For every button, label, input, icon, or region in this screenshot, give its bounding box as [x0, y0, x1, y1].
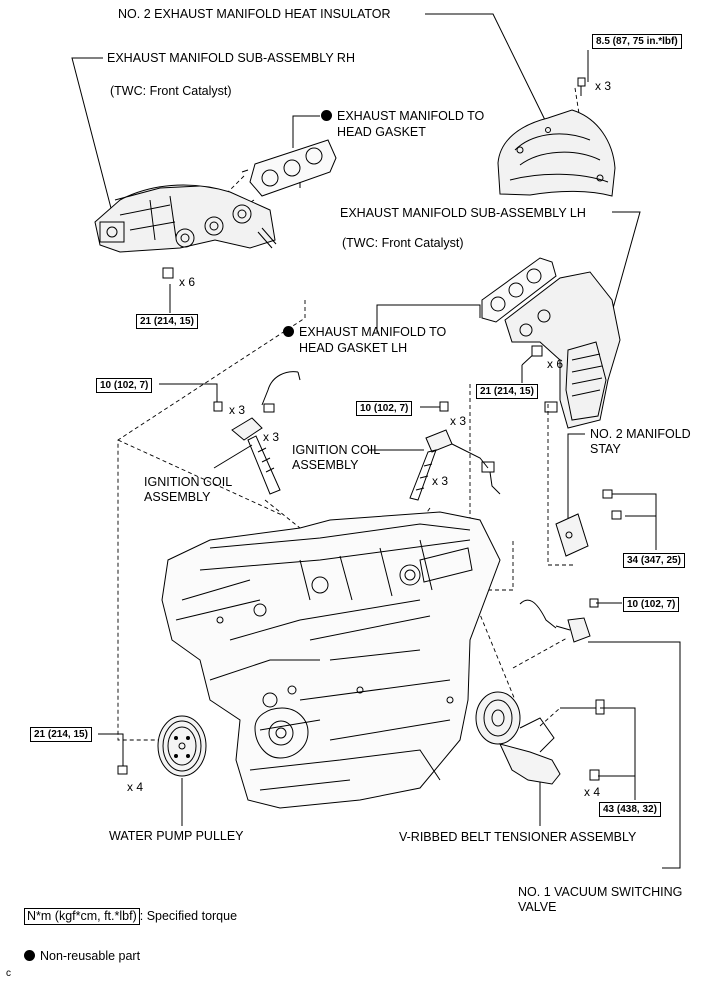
qty-tensioner-bolts: x 4	[584, 785, 601, 799]
qty-lh-nuts: x 6	[547, 357, 564, 371]
belt-tensioner-drawing	[475, 691, 605, 785]
leader-lines	[71, 13, 681, 869]
manifold-lh-twc-label: (TWC: Front Catalyst)	[342, 236, 464, 250]
qty-pulley-bolts: x 4	[127, 780, 144, 794]
legend-torque-unit: N*m (kgf*cm, ft.*lbf)	[24, 908, 140, 925]
torque-box-manifold-lh: 21 (214, 15)	[476, 384, 538, 399]
legend-torque-text: : Specified torque	[139, 909, 238, 923]
water-pump-pulley-label: WATER PUMP PULLEY	[109, 829, 244, 843]
torque-box-coil-right: 10 (102, 7)	[356, 401, 413, 416]
manifold-rh-drawing	[94, 184, 277, 279]
torque-box-vsv: 10 (102, 7)	[623, 597, 680, 612]
gasket-rh-label: EXHAUST MANIFOLD TO	[321, 109, 484, 124]
engine-block-drawing	[161, 511, 501, 809]
nonreusable-dot-icon	[321, 110, 332, 121]
nonreusable-dot-icon	[24, 950, 35, 961]
ignition-coil-left-drawing	[213, 371, 299, 495]
belt-tensioner-label: V-RIBBED BELT TENSIONER ASSEMBLY	[399, 830, 637, 844]
manifold-rh-twc-label: (TWC: Front Catalyst)	[110, 84, 232, 98]
torque-box-pulley: 21 (214, 15)	[30, 727, 92, 742]
vacuum-valve-label: NO. 1 VACUUM SWITCHING VALVE	[518, 885, 683, 914]
ignition-coil-left-label: IGNITION COIL ASSEMBLY	[144, 475, 232, 504]
ignition-coil-right-drawing	[409, 401, 501, 501]
gasket-lh-label: EXHAUST MANIFOLD TO	[283, 325, 446, 340]
gasket-lh-drawing	[481, 257, 557, 323]
qty-coil-left-bolts: x 3	[229, 403, 246, 417]
torque-box-stay: 34 (347, 25)	[623, 553, 685, 568]
qty-coil-right-bolts: x 3	[450, 414, 467, 428]
heat-insulator-label: NO. 2 EXHAUST MANIFOLD HEAT INSULATOR	[118, 7, 391, 21]
manifold-stay-label: NO. 2 MANIFOLD STAY	[590, 427, 691, 456]
manifold-rh-label: EXHAUST MANIFOLD SUB-ASSEMBLY RH	[107, 51, 355, 65]
qty-coil-left-coils: x 3	[263, 430, 280, 444]
gasket-lh-label-line2: HEAD GASKET LH	[299, 341, 408, 355]
torque-box-manifold-rh: 21 (214, 15)	[136, 314, 198, 329]
legend-nonreusable: Non-reusable part	[24, 949, 140, 964]
gasket-rh-label-line2: HEAD GASKET	[337, 125, 426, 139]
torque-box-tensioner: 43 (438, 32)	[599, 802, 661, 817]
heat-insulator-drawing	[497, 77, 616, 197]
water-pump-pulley-drawing	[117, 715, 207, 777]
qty-rh-nuts: x 6	[179, 275, 196, 289]
coil-wire-drawing	[297, 371, 301, 381]
qty-insulator-bolts: x 3	[595, 79, 612, 93]
manifold-lh-drawing	[504, 271, 621, 429]
gasket-rh-drawing	[241, 139, 337, 197]
ignition-coil-right-label: IGNITION COIL ASSEMBLY	[292, 443, 380, 472]
corner-mark: c	[6, 968, 11, 979]
torque-box-insulator: 8.5 (87, 75 in.*lbf)	[592, 34, 682, 49]
manifold-lh-label: EXHAUST MANIFOLD SUB-ASSEMBLY LH	[340, 206, 586, 220]
legend-torque: N*m (kgf*cm, ft.*lbf): Specified torque	[24, 908, 237, 925]
torque-box-coil-left: 10 (102, 7)	[96, 378, 153, 393]
vacuum-valve-drawing	[519, 598, 599, 643]
manifold-stay-drawing	[555, 489, 622, 557]
qty-coil-right-coils: x 3	[432, 474, 449, 488]
nonreusable-dot-icon	[283, 326, 294, 337]
